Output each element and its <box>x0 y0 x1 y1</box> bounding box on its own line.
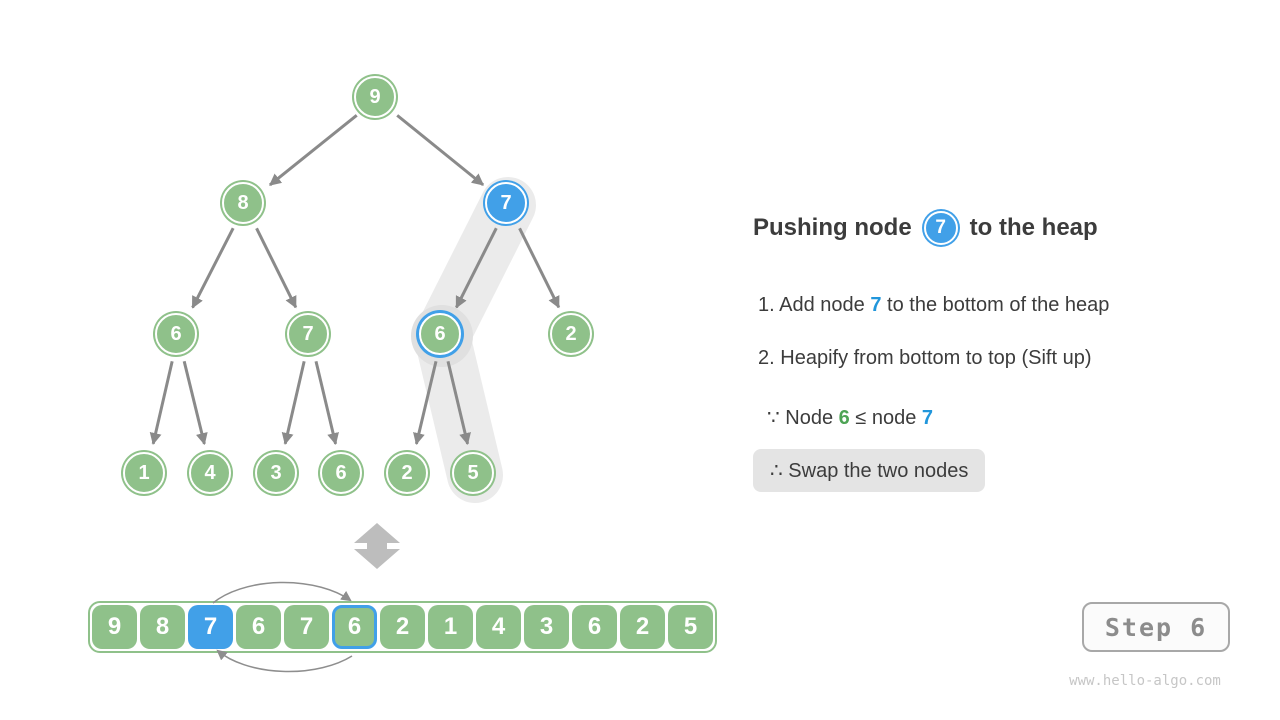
tree-edge <box>455 227 498 309</box>
tree-edge <box>191 227 235 309</box>
tree-node-1: 1 <box>123 452 165 494</box>
title-prefix: Pushing node <box>753 214 912 241</box>
array-cell-11: 2 <box>620 605 665 649</box>
text-part: Heapify from bottom to top (Sift up) <box>780 347 1092 369</box>
swap-arrow-top-arc <box>212 581 352 604</box>
tree-edge <box>269 114 358 187</box>
tree-node-4: 4 <box>189 452 231 494</box>
swap-arrow-bottom-arc <box>216 649 353 673</box>
step-button[interactable]: Step 6 <box>1082 602 1230 652</box>
tree-node-6: 6 <box>155 313 197 355</box>
tree-edge <box>149 361 174 445</box>
because-condition: ∵ Node 6 ≤ node 7 <box>767 405 933 430</box>
array-cell-2: 7 <box>188 605 233 649</box>
text-part: 7 <box>870 294 882 316</box>
tree-node-3: 3 <box>255 452 297 494</box>
tree-node-9: 9 <box>354 76 396 118</box>
tree-edge <box>314 360 339 446</box>
array-cell-9: 3 <box>524 605 569 649</box>
tree-edge <box>255 227 298 309</box>
tree-array-sync-arrow-icon <box>354 523 400 569</box>
text-part: 7 <box>921 407 934 429</box>
instruction-item: 1. Add node 7 to the bottom of the heap <box>758 292 1109 318</box>
array-cell-6: 2 <box>380 605 425 649</box>
tree-node-2: 2 <box>550 313 592 355</box>
node-7-badge-icon: 7 <box>923 211 958 245</box>
tree-node-7: 7 <box>485 182 527 224</box>
array-cell-12: 5 <box>668 605 713 649</box>
instruction-number: 2. <box>758 347 781 369</box>
text-part: Add node <box>779 294 871 316</box>
tree-node-5: 5 <box>452 452 494 494</box>
tree-edge <box>182 360 208 446</box>
tree-edges <box>149 114 561 446</box>
array-cell-0: 9 <box>92 605 137 649</box>
tree-node-7: 7 <box>287 313 329 355</box>
title-suffix: to the heap <box>969 214 1098 241</box>
text-part: 6 <box>838 407 850 429</box>
badge-value: 7 <box>935 217 946 238</box>
therefore-action-box: ∴ Swap the two nodes <box>753 449 986 492</box>
tree-node-6: 6 <box>419 313 461 355</box>
array-cell-5: 6 <box>332 605 377 649</box>
tree-edge <box>518 227 561 309</box>
watermark: www.hello-algo.com <box>1069 673 1221 689</box>
array-cell-7: 1 <box>428 605 473 649</box>
array-cell-1: 8 <box>140 605 185 649</box>
tree-edge <box>446 360 471 446</box>
tree-node-8: 8 <box>222 182 264 224</box>
tree-node-2: 2 <box>386 452 428 494</box>
tree-edge <box>281 361 306 445</box>
panel-title: Pushing node 7 to the heap <box>753 211 1098 245</box>
text-part: ≤ node <box>849 407 922 429</box>
instruction-list: 1. Add node 7 to the bottom of the heap 2… <box>758 292 1109 398</box>
tree-edge <box>396 114 485 187</box>
text-part: ∵ Node <box>767 407 839 429</box>
array-cell-8: 4 <box>476 605 521 649</box>
instruction-number: 1. <box>758 294 780 316</box>
text-part: to the bottom of the heap <box>881 294 1110 316</box>
array-cell-3: 6 <box>236 605 281 649</box>
array-cell-10: 6 <box>572 605 617 649</box>
instruction-item: 2. Heapify from bottom to top (Sift up) <box>758 345 1109 371</box>
tree-edge <box>413 360 438 446</box>
tree-node-6: 6 <box>320 452 362 494</box>
array-cell-4: 7 <box>284 605 329 649</box>
